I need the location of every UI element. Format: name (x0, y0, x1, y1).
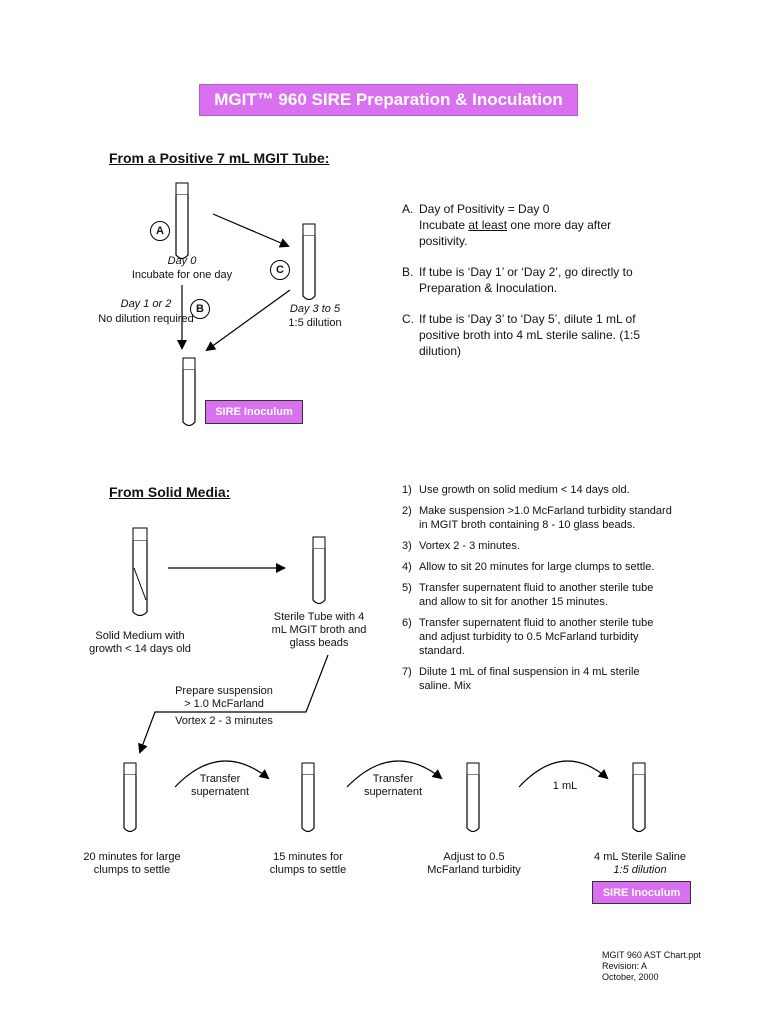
sire-inoculum-badge-2: SIRE Inoculum (592, 881, 691, 904)
solid-step: 3) Vortex 2 - 3 minutes. (402, 539, 672, 553)
solid-medium-label-2: growth < 14 days old (89, 643, 191, 655)
circle-a: A (150, 221, 170, 241)
label-line: 1:5 dilution (613, 864, 667, 876)
step-text: Vortex 2 - 3 minutes. (419, 540, 520, 552)
sire-inoculum-badge-1: SIRE Inoculum (205, 400, 303, 424)
step-label: 3) (402, 540, 412, 552)
step-a-line1: Day of Positivity = Day 0 (419, 202, 550, 216)
prepare-suspension-label: Prepare suspension (175, 685, 273, 697)
solid-medium-label-1: Solid Medium with (95, 630, 185, 642)
one-ml-label: 1 mL (552, 780, 578, 792)
solid-steps: 1) Use growth on solid medium < 14 days o… (402, 483, 672, 700)
transfer-label-1: Transfer supernatent (190, 773, 250, 798)
arrow-transfer-2 (346, 760, 443, 788)
solid-step: 1) Use growth on solid medium < 14 days o… (402, 483, 672, 497)
label-line: 4 mL Sterile Saline (594, 851, 686, 863)
tube-solid-medium (132, 527, 148, 617)
positive-steps: A. Day of Positivity = Day 0 Incubate at… (402, 201, 702, 374)
step-label: 7) (402, 666, 412, 678)
step-text: Make suspension >1.0 McFarland turbidity… (419, 505, 672, 531)
tube-day3to5 (302, 223, 316, 301)
solid-media-heading: From Solid Media: (109, 484, 231, 500)
label-line: clumps to settle (269, 864, 347, 876)
step-text: If tube is ‘Day 1’ or ‘Day 2’, go direct… (419, 265, 633, 295)
step-text: Allow to sit 20 minutes for large clumps… (419, 561, 655, 573)
step-a-line2-pre: Incubate (419, 218, 469, 232)
step-label: 2) (402, 505, 412, 517)
step-a-line2-post: one more day after (507, 218, 612, 232)
step-a: A. Day of Positivity = Day 0 Incubate at… (402, 201, 702, 249)
label-line: McFarland turbidity (427, 864, 521, 876)
day1or2-label: Day 1 or 2 (120, 298, 172, 310)
label-line: 20 minutes for large (83, 851, 181, 863)
arrow-1ml (518, 760, 609, 788)
solid-step: 5) Transfer supernatent fluid to another … (402, 581, 672, 609)
sterile-tube-label: Sterile Tube with 4 mL MGIT broth and gl… (271, 611, 367, 649)
positive-tube-heading: From a Positive 7 mL MGIT Tube: (109, 150, 330, 166)
arrow-to-settle (138, 654, 329, 754)
footer-filename: MGIT 960 AST Chart.ppt (602, 950, 701, 960)
step-label: 6) (402, 617, 412, 629)
step-c: C. If tube is ‘Day 3’ to ‘Day 5’, dilute… (402, 311, 702, 359)
solid-step: 6) Transfer supernatent fluid to another … (402, 616, 672, 658)
no-dilution-label: No dilution required (98, 313, 194, 325)
step-text: Transfer supernatent fluid to another st… (419, 617, 654, 657)
tube-settle-15 (301, 762, 315, 833)
tube-settle-20 (123, 762, 137, 833)
vortex-label: Vortex 2 - 3 minutes (175, 715, 273, 727)
tube-saline (632, 762, 646, 833)
footer: MGIT 960 AST Chart.ppt Revision: A Octob… (602, 950, 701, 983)
step-label: 5) (402, 582, 412, 594)
arrow-c (205, 289, 291, 352)
dilution-15-label: 1:5 dilution (288, 317, 342, 329)
tube-positive (175, 182, 189, 260)
day0-label: Day 0 (167, 255, 197, 267)
step-text: Use growth on solid medium < 14 days old… (419, 484, 630, 496)
label-line: 15 minutes for (273, 851, 343, 863)
bottom-label-settle-20: 20 minutes for large clumps to settle (70, 851, 194, 877)
step-text: Dilute 1 mL of final suspension in 4 mL … (419, 666, 640, 692)
bottom-label-adjust: Adjust to 0.5 McFarland turbidity (414, 851, 534, 877)
footer-date: October, 2000 (602, 972, 659, 982)
label-line: Adjust to 0.5 (443, 851, 505, 863)
page-title: MGIT™ 960 SIRE Preparation & Inoculation (199, 84, 578, 116)
tube-adjust (466, 762, 480, 833)
transfer-label-2: Transfer supernatent (363, 773, 423, 798)
step-label: B. (402, 265, 414, 279)
tube-sterile (312, 536, 326, 605)
solid-step: 4) Allow to sit 20 minutes for large clum… (402, 560, 672, 574)
step-a-at-least: at least (468, 218, 508, 232)
step-text: If tube is ‘Day 3’ to ‘Day 5’, dilute 1 … (419, 312, 640, 358)
solid-step: 7) Dilute 1 mL of final suspension in 4 m… (402, 665, 672, 693)
step-b: B. If tube is ‘Day 1’ or ‘Day 2’, go dir… (402, 264, 702, 296)
mcfarland-label: > 1.0 McFarland (184, 698, 264, 710)
tube-sire-inoculum (182, 357, 196, 427)
arrow-transfer-1 (174, 760, 270, 788)
step-label: C. (402, 312, 414, 326)
label-line: clumps to settle (93, 864, 171, 876)
solid-step: 2) Make suspension >1.0 McFarland turbidi… (402, 504, 672, 532)
step-text: Transfer supernatent fluid to another st… (419, 582, 654, 608)
arrow-a (212, 213, 290, 248)
day3to5-label: Day 3 to 5 (289, 303, 341, 315)
step-label: 1) (402, 484, 412, 496)
footer-revision: Revision: A (602, 961, 648, 971)
circle-c: C (270, 260, 290, 280)
step-label: 4) (402, 561, 412, 573)
step-label: A. (402, 202, 414, 216)
incubate-one-day-label: Incubate for one day (131, 269, 233, 281)
bottom-label-saline: 4 mL Sterile Saline 1:5 dilution (580, 851, 700, 877)
bottom-label-settle-15: 15 minutes for clumps to settle (250, 851, 366, 877)
step-a-line3: positivity. (419, 234, 468, 248)
circle-b: B (190, 299, 210, 319)
